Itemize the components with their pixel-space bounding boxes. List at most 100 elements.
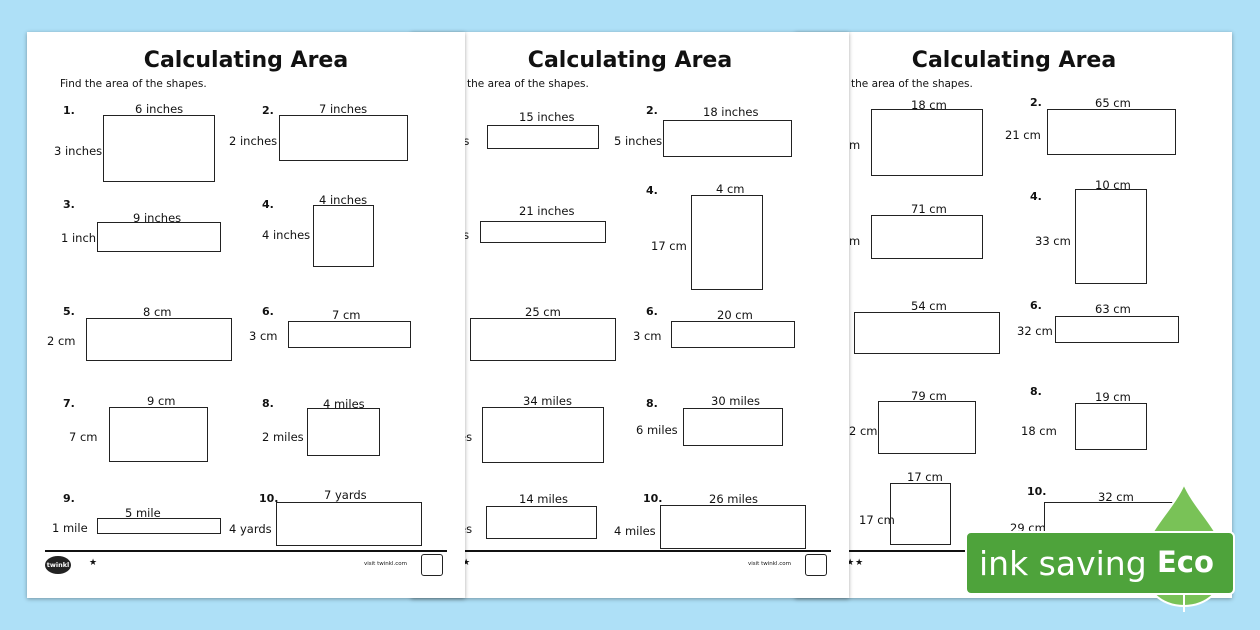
- side-dimension-label: 6 miles: [636, 423, 678, 437]
- side-dimension-label: 3 cm: [249, 329, 278, 343]
- twinkl-logo: twinkl: [45, 556, 71, 574]
- problem-number: 1.: [63, 104, 75, 117]
- rectangle-shape: [97, 222, 221, 252]
- top-dimension-label: 71 cm: [911, 202, 947, 216]
- top-dimension-label: 5 mile: [125, 506, 161, 520]
- side-dimension-label: m: [849, 138, 861, 152]
- side-dimension-label: 33 cm: [1035, 234, 1071, 248]
- rectangle-shape: [854, 312, 1000, 354]
- top-dimension-label: 34 miles: [523, 394, 572, 408]
- rectangle-shape: [486, 506, 597, 539]
- top-dimension-label: 9 cm: [147, 394, 176, 408]
- rectangle-shape: [276, 502, 422, 546]
- top-dimension-label: 26 miles: [709, 492, 758, 506]
- quality-badge-icon: [805, 554, 827, 576]
- difficulty-stars: ★: [89, 558, 99, 568]
- ink-saving-text: ink saving: [979, 543, 1147, 583]
- top-dimension-label: 17 cm: [907, 470, 943, 484]
- side-dimension-label: 21 cm: [1005, 128, 1041, 142]
- side-dimension-label: 17 cm: [651, 239, 687, 253]
- rectangle-shape: [1047, 109, 1176, 155]
- worksheet-title: Calculating Area: [143, 48, 349, 73]
- rectangle-shape: [890, 483, 951, 545]
- rectangle-shape: [307, 408, 380, 456]
- problem-number: 9.: [63, 492, 75, 505]
- problem-number: 6.: [262, 305, 274, 318]
- top-dimension-label: 7 cm: [332, 308, 361, 322]
- ink-saving-banner: ink saving Eco: [965, 531, 1235, 595]
- rectangle-shape: [109, 407, 208, 462]
- side-dimension-label: m: [849, 234, 861, 248]
- rectangle-shape: [487, 125, 599, 149]
- rectangle-shape: [480, 221, 606, 243]
- problem-number: 2.: [1030, 96, 1042, 109]
- worksheet-instructions: the area of the shapes.: [467, 78, 589, 90]
- rectangle-shape: [1075, 189, 1147, 284]
- top-dimension-label: 19 cm: [1095, 390, 1131, 404]
- rectangle-shape: [660, 505, 806, 549]
- problem-number: 6.: [646, 305, 658, 318]
- top-dimension-label: 65 cm: [1095, 96, 1131, 110]
- problem-number: 4.: [1030, 190, 1042, 203]
- footer-divider: [45, 550, 447, 552]
- footer-divider: [429, 550, 831, 552]
- problem-number: 8.: [1030, 385, 1042, 398]
- top-dimension-label: 14 miles: [519, 492, 568, 506]
- side-dimension-label: 7 cm: [69, 430, 98, 444]
- top-dimension-label: 4 cm: [716, 182, 745, 196]
- problem-number: 7.: [63, 397, 75, 410]
- top-dimension-label: 7 inches: [319, 102, 368, 116]
- problem-number: 4.: [262, 198, 274, 211]
- problem-number: 6.: [1030, 299, 1042, 312]
- rectangle-shape: [871, 109, 983, 176]
- problem-number: 4.: [646, 184, 658, 197]
- rectangle-shape: [313, 205, 374, 267]
- top-dimension-label: 7 yards: [324, 488, 367, 502]
- side-dimension-label: 5 inches: [614, 134, 663, 148]
- rectangle-shape: [97, 518, 221, 534]
- side-dimension-label: 1 mile: [52, 521, 88, 535]
- problem-number: 5.: [63, 305, 75, 318]
- top-dimension-label: 63 cm: [1095, 302, 1131, 316]
- rectangle-shape: [482, 407, 604, 463]
- side-dimension-label: 4 miles: [614, 524, 656, 538]
- quality-badge-icon: [421, 554, 443, 576]
- side-dimension-label: 2 miles: [262, 430, 304, 444]
- side-dimension-label: 4 inches: [262, 228, 311, 242]
- problem-number: 8.: [262, 397, 274, 410]
- problem-number: 8.: [646, 397, 658, 410]
- top-dimension-label: 6 inches: [135, 102, 184, 116]
- top-dimension-label: 8 cm: [143, 305, 172, 319]
- side-dimension-label: 2 inches: [229, 134, 278, 148]
- top-dimension-label: 10 cm: [1095, 178, 1131, 192]
- side-dimension-label: 2 cm: [47, 334, 76, 348]
- problem-number: 2.: [646, 104, 658, 117]
- top-dimension-label: 20 cm: [717, 308, 753, 322]
- rectangle-shape: [86, 318, 232, 361]
- top-dimension-label: 21 inches: [519, 204, 575, 218]
- top-dimension-label: 79 cm: [911, 389, 947, 403]
- top-dimension-label: 18 cm: [911, 98, 947, 112]
- rectangle-shape: [470, 318, 616, 361]
- side-dimension-label: 2 cm: [849, 424, 878, 438]
- worksheet-instructions: Find the area of the shapes.: [60, 78, 207, 90]
- rectangle-shape: [663, 120, 792, 157]
- top-dimension-label: 15 inches: [519, 110, 575, 124]
- rectangle-shape: [878, 401, 976, 454]
- side-dimension-label: 3 cm: [633, 329, 662, 343]
- top-dimension-label: 4 inches: [319, 193, 368, 207]
- visit-link: visit twinkl.com: [364, 561, 407, 567]
- side-dimension-label: 32 cm: [1017, 324, 1053, 338]
- rectangle-shape: [1075, 403, 1147, 450]
- eco-label: Eco: [1157, 545, 1214, 579]
- top-dimension-label: 32 cm: [1098, 490, 1134, 504]
- side-dimension-label: 18 cm: [1021, 424, 1057, 438]
- problem-number: 10.: [643, 492, 663, 505]
- rectangle-shape: [1055, 316, 1179, 343]
- side-dimension-label: 3 inches: [54, 144, 103, 158]
- problem-number: 10.: [1027, 485, 1047, 498]
- side-dimension-label: 1 inch: [61, 231, 97, 245]
